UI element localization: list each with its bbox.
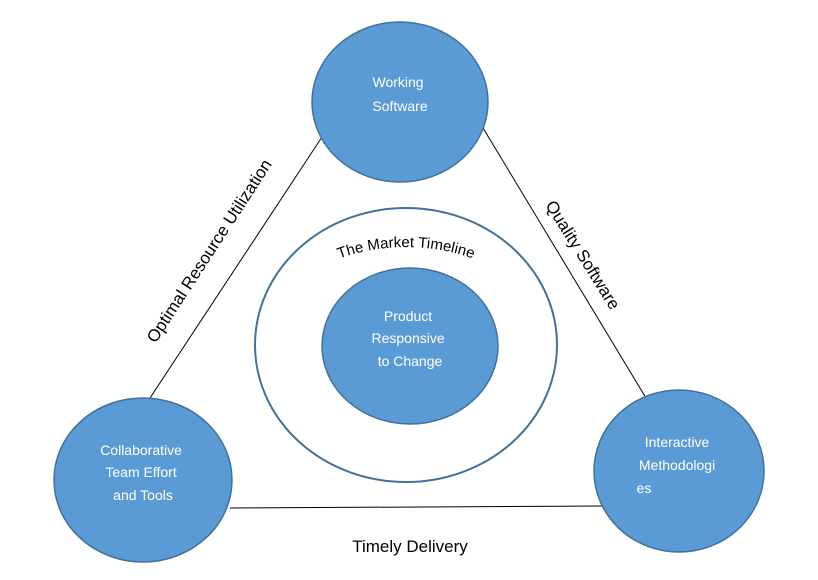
node-top-label: Working Software bbox=[372, 74, 427, 114]
node-left-label: Collaborative Team Effort and Tools bbox=[100, 442, 186, 503]
node-center-shape bbox=[321, 267, 499, 425]
node-top: Working Software bbox=[311, 21, 489, 183]
edge-left bbox=[149, 136, 323, 399]
node-right-line-2: Methodologi bbox=[639, 457, 715, 473]
node-top-line-1: Working bbox=[373, 74, 424, 90]
node-right-line-1: Interactive bbox=[645, 434, 710, 450]
node-left-line-3: and Tools bbox=[113, 487, 173, 503]
node-top-shape bbox=[311, 21, 489, 183]
node-top-line-2: Software bbox=[372, 98, 427, 114]
node-center-label: Product Responsive to Change bbox=[371, 308, 448, 369]
node-right: Interactive Methodologi es bbox=[593, 389, 765, 553]
node-center-line-2: Responsive bbox=[371, 330, 444, 346]
node-right-line-3: es bbox=[637, 480, 652, 496]
node-center-line-1: Product bbox=[384, 308, 432, 324]
node-left-line-2: Team Effort bbox=[105, 464, 176, 480]
edge-bottom bbox=[229, 505, 605, 509]
edge-label-left: Optimal Resource Utilization bbox=[143, 156, 276, 346]
node-left: Collaborative Team Effort and Tools bbox=[53, 397, 233, 563]
node-left-line-1: Collaborative bbox=[100, 442, 182, 458]
market-timeline-ring bbox=[254, 207, 558, 483]
edge-label-bottom: Timely Delivery bbox=[352, 537, 468, 556]
node-right-label: Interactive Methodologi es bbox=[637, 434, 719, 496]
ring-label-path: The Market Timeline bbox=[335, 234, 477, 262]
ring-label: The Market Timeline bbox=[335, 234, 477, 262]
node-center: Product Responsive to Change bbox=[321, 267, 499, 425]
node-left-shape bbox=[53, 397, 233, 563]
node-right-shape bbox=[593, 389, 765, 553]
edge-right bbox=[482, 127, 647, 399]
edge-label-right: Quality Software bbox=[542, 197, 624, 313]
node-center-line-3: to Change bbox=[378, 353, 443, 369]
